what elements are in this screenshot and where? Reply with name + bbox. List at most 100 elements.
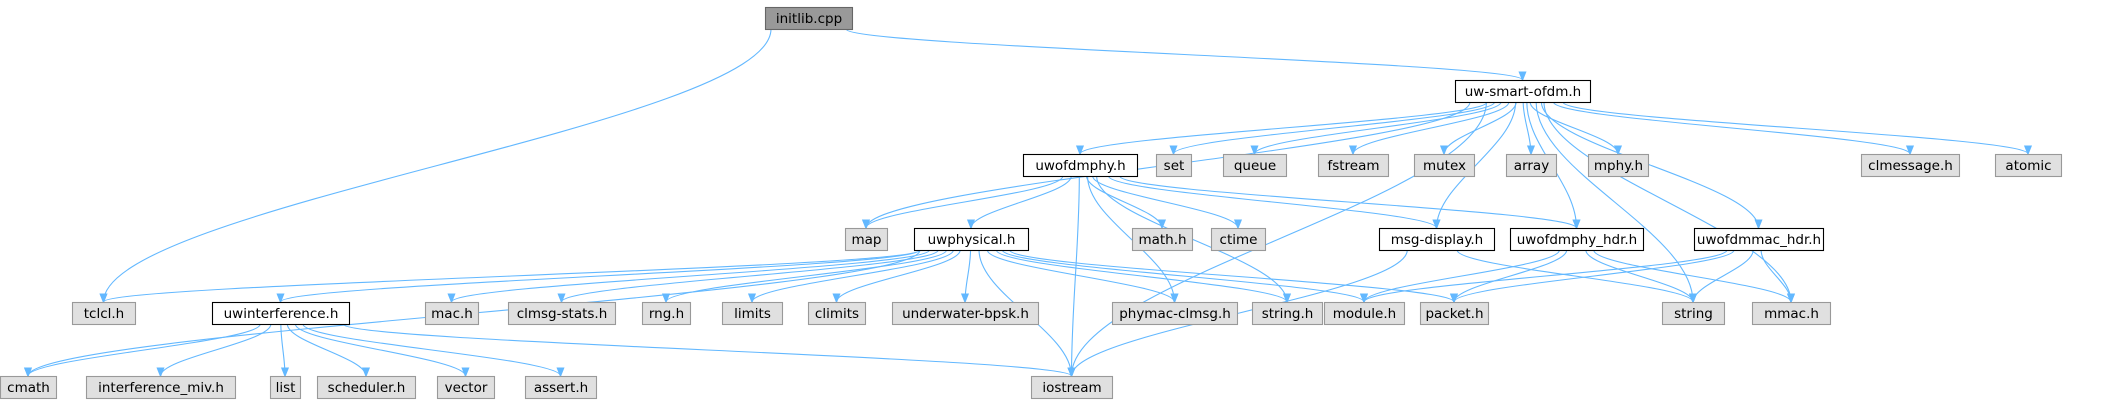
node-uwbpsk: underwater-bpsk.h [891,301,1040,326]
node-label-tclcl: tclcl.h [84,306,125,322]
node-label-iostream: iostream [1042,380,1101,396]
edge-uwsmart-to-mmac [1543,101,1791,302]
node-label-list: list [276,380,296,396]
edge-uwsmart-to-fstream [1353,101,1510,154]
node-label-mphy: mphy.h [1594,158,1643,174]
node-label-msgdisplay: msg-display.h [1391,232,1483,248]
node-label-mach: mac.h [431,306,473,322]
edge-uwphysical-to-uwbpsk [965,249,972,302]
node-box-phymac [1111,301,1239,326]
node-intmiv: interference_miv.h [85,375,237,400]
edge-uwofdmmachdr-to-module [1364,249,1728,302]
edge-uwphysical-to-climits [837,249,961,302]
node-vector: vector [436,375,496,400]
edge-uwsmart-to-clmessage [1552,101,1911,154]
edge-uwsmart-to-array [1522,101,1531,154]
node-box-rng [641,301,692,326]
edge-uwofdmphyhdr-to-string [1585,249,1693,302]
node-box-intmiv [85,375,237,400]
node-uwofdmphy[interactable]: uwofdmphy.h [1022,153,1139,178]
node-box-set [1155,153,1193,178]
node-atomic: atomic [1994,153,2063,178]
node-box-clmessage [1860,153,1961,178]
node-label-climits: climits [815,306,859,322]
dependency-nodes: initlib.cpp uw-smart-ofdm.h uwofdmphy.h set… [0,6,2063,400]
node-box-vector [436,375,496,400]
node-label-uwsmart: uw-smart-ofdm.h [1465,84,1581,100]
node-tclcl: tclcl.h [71,301,137,326]
edge-uwphysical-to-mach [452,249,930,302]
node-packet: packet.h [1419,301,1490,326]
edge-uwofdmphy-to-uwphysical [971,175,1072,228]
node-cmath: cmath [0,375,58,400]
edge-uwinterference-to-iostream [342,323,1072,376]
edge-uwsmart-to-uwofdmmachdr [1540,101,1758,228]
node-label-clmessage: clmessage.h [1868,158,1953,174]
node-set: set [1155,153,1193,178]
node-box-fstream [1317,153,1390,178]
edge-uwinterference-to-assert [302,323,561,376]
node-box-uwofdmphy [1022,153,1139,178]
node-climits: climits [807,301,867,326]
node-label-clmsgstats: clmsg-stats.h [517,306,608,322]
node-label-map: map [852,232,882,248]
node-box-cmath [0,375,58,400]
edge-uwinterference-to-scheduler [286,323,366,376]
node-box-atomic [1994,153,2063,178]
node-label-mutex: mutex [1423,158,1466,174]
node-label-uwofdmphy: uwofdmphy.h [1035,158,1125,174]
node-label-fstream: fstream [1327,158,1379,174]
node-box-string [1661,301,1726,326]
dependency-edges [28,28,2028,376]
node-box-mphy [1587,153,1650,178]
node-rng: rng.h [641,301,692,326]
edge-uwsmart-to-set [1174,101,1496,154]
node-box-mach [424,301,480,326]
node-label-scheduler: scheduler.h [328,380,406,396]
edge-uwofdmphy-to-map [866,175,1064,228]
edge-uwofdmphy-to-uwofdmphyhdr [1119,175,1577,228]
node-uwsmart[interactable]: uw-smart-ofdm.h [1454,79,1592,104]
edge-uwofdmphy-to-phymac [1087,175,1175,302]
node-uwinterference[interactable]: uwinterference.h [211,301,351,326]
edge-msgdisplay-to-string [1456,249,1693,302]
node-box-module [1323,301,1406,326]
node-list: list [269,375,302,400]
node-box-initlib [764,6,854,31]
node-box-uwbpsk [891,301,1040,326]
node-msgdisplay[interactable]: msg-display.h [1378,227,1496,252]
node-fstream: fstream [1317,153,1390,178]
edge-uwphysical-to-module [1001,249,1364,302]
node-box-mmac [1751,301,1832,326]
node-label-mathh: math.h [1138,232,1186,248]
node-uwofdmmachdr[interactable]: uwofdmmac_hdr.h [1693,227,1825,252]
node-mphy: mphy.h [1587,153,1650,178]
node-box-packet [1419,301,1490,326]
node-label-stringh: string.h [1262,306,1314,322]
node-box-list [269,375,302,400]
edge-uwofdmphy-to-ctime [1092,175,1238,228]
node-box-scheduler [316,375,417,400]
node-label-set: set [1164,158,1185,174]
node-label-limits: limits [734,306,771,322]
node-label-phymac: phymac-clmsg.h [1119,306,1231,322]
node-label-cmath: cmath [7,380,50,396]
node-assert: assert.h [524,375,598,400]
edge-msgdisplay-to-iostream [1072,249,1408,376]
node-label-queue: queue [1234,158,1276,174]
edge-initlib-to-uwsmart [845,28,1523,80]
node-uwphysical[interactable]: uwphysical.h [913,227,1030,252]
edge-uwsmart-to-msgdisplay [1437,101,1517,228]
node-uwofdmphyhdr[interactable]: uwofdmphy_hdr.h [1509,227,1645,252]
edge-uwofdmphy-to-mathh [1086,175,1162,228]
node-label-uwinterference: uwinterference.h [224,306,339,322]
node-initlib[interactable]: initlib.cpp [764,6,854,31]
node-box-climits [807,301,867,326]
node-limits: limits [721,301,784,326]
node-box-limits [721,301,784,326]
edge-uwofdmmachdr-to-packet [1454,249,1735,302]
node-box-msgdisplay [1378,227,1496,252]
node-stringh: string.h [1251,301,1324,326]
node-label-atomic: atomic [2005,158,2051,174]
node-box-stringh [1251,301,1324,326]
